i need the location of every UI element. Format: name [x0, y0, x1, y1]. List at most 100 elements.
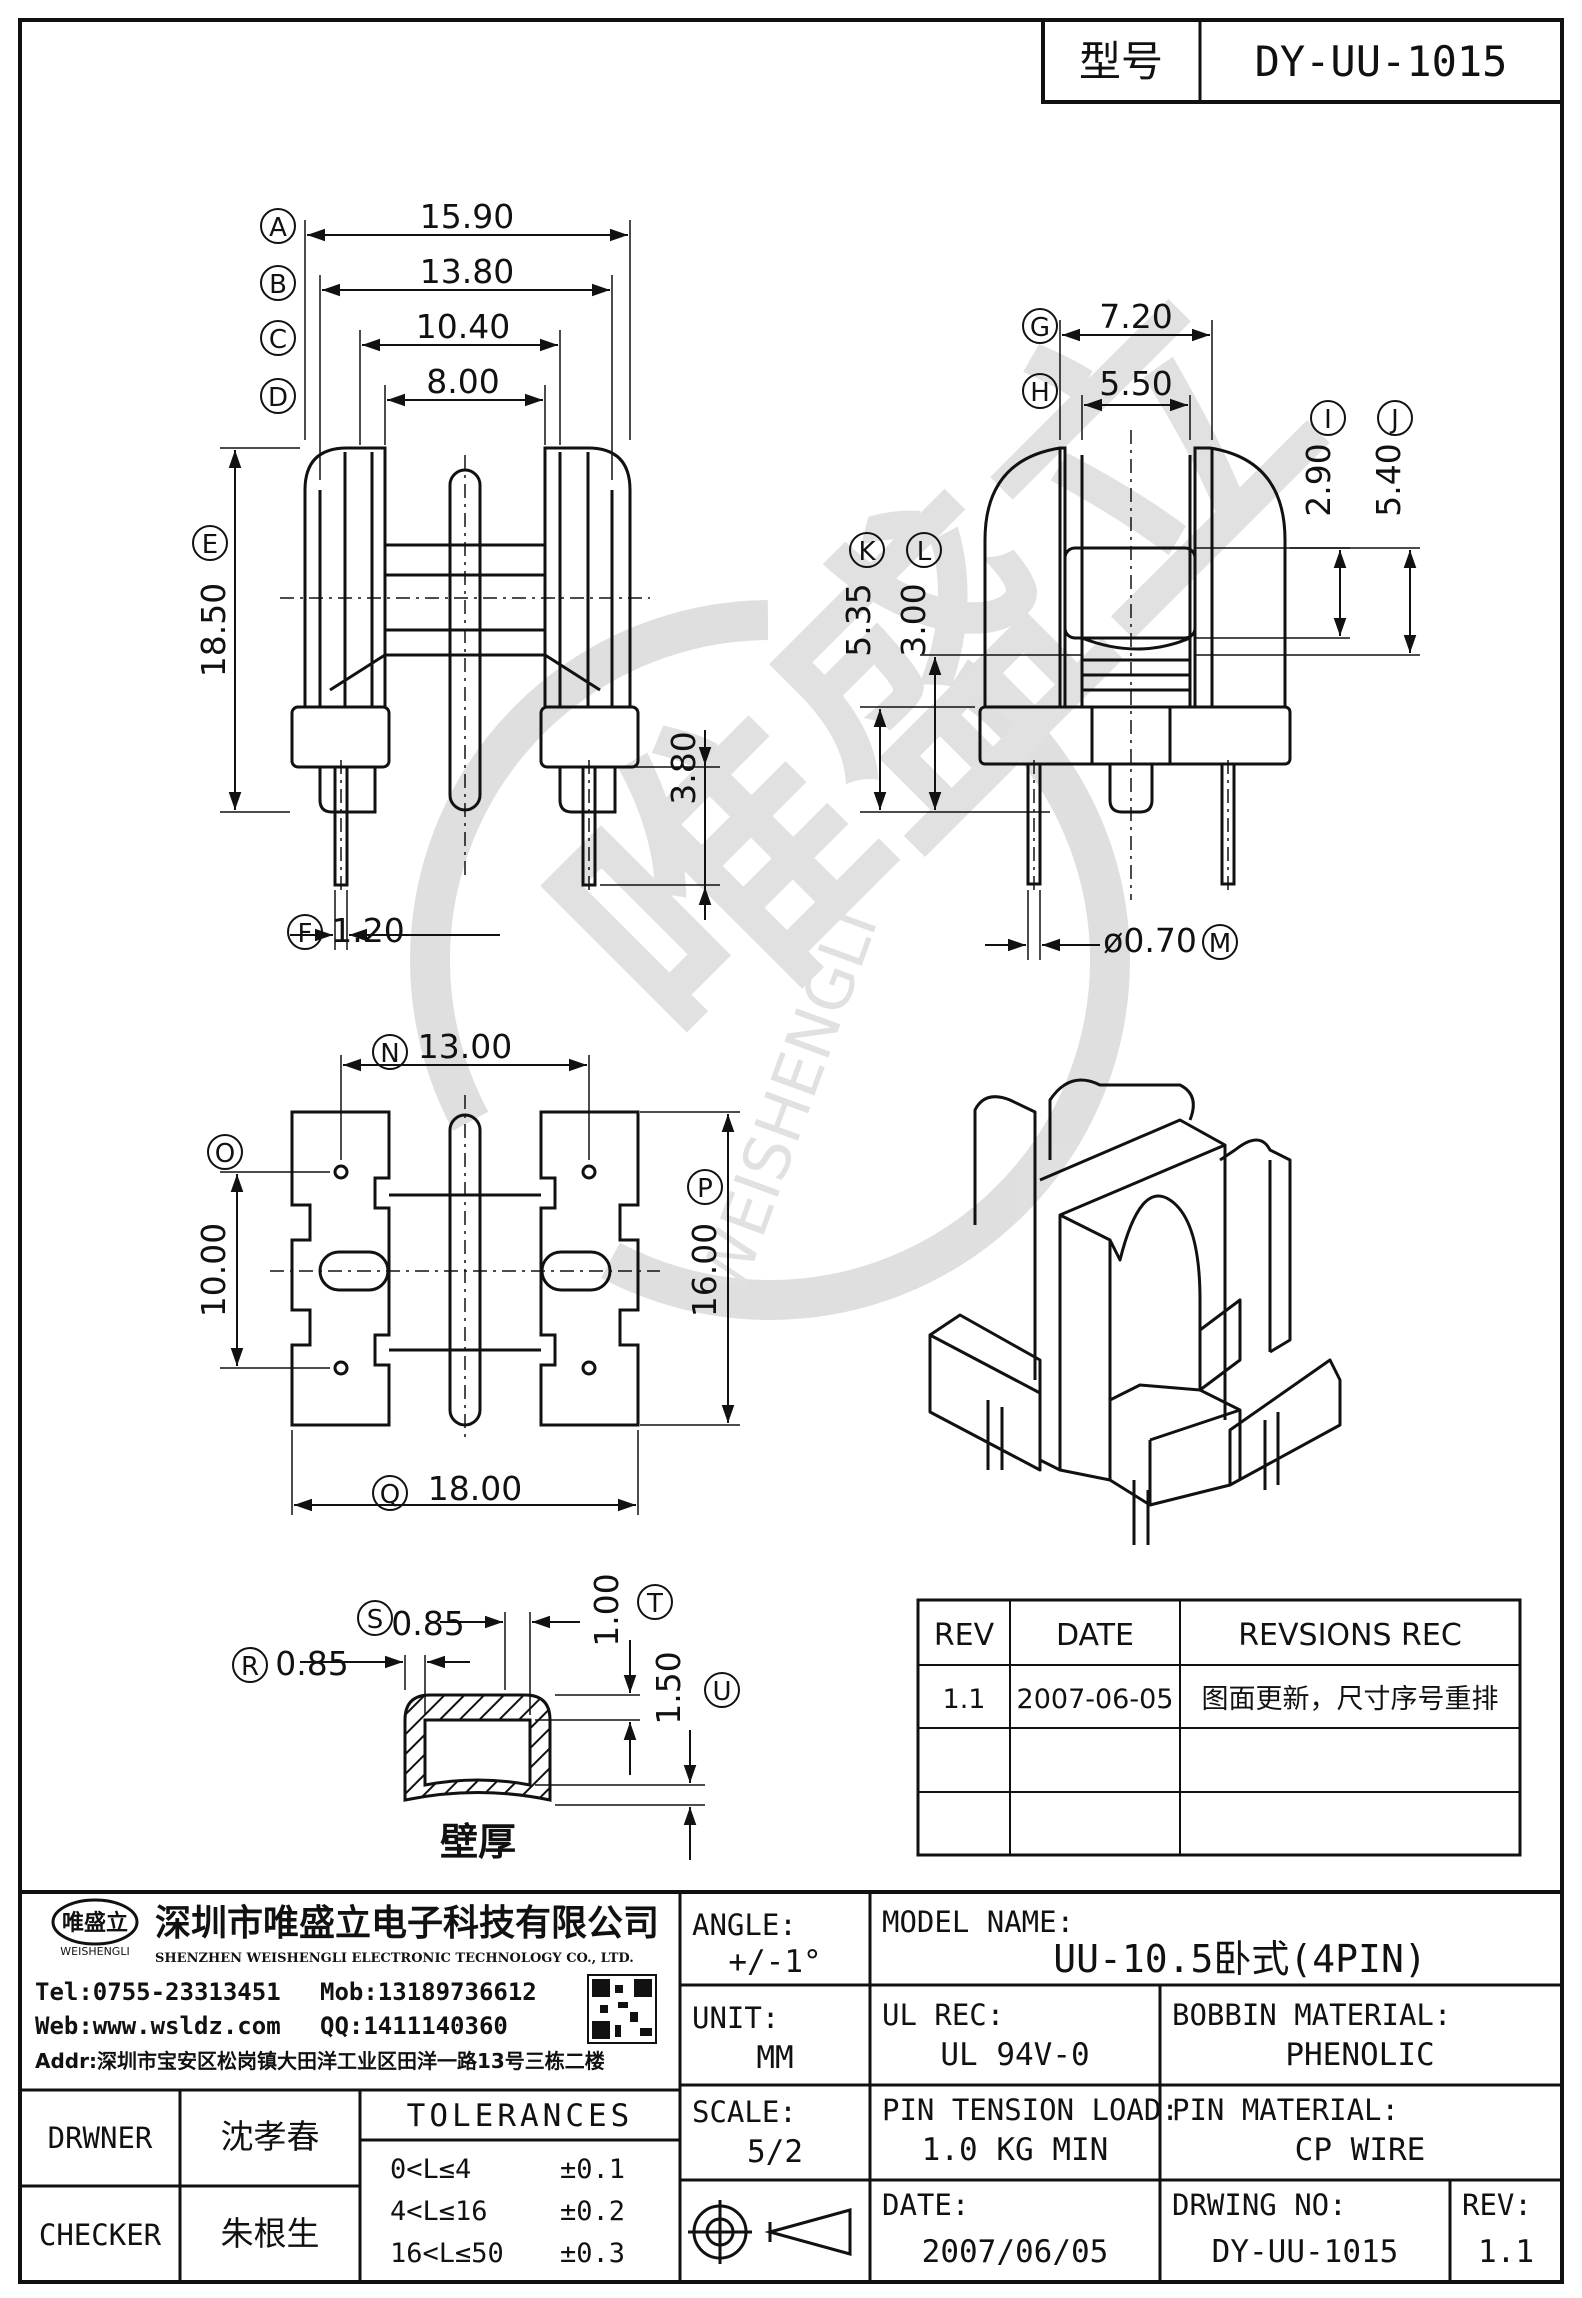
- dim-C-value: 10.40: [416, 307, 510, 346]
- pin-tension-value: 1.0 KG MIN: [922, 2132, 1109, 2168]
- dim-S-value: 0.85: [391, 1604, 464, 1643]
- svg-text:D: D: [268, 383, 288, 413]
- svg-text:G: G: [1030, 313, 1050, 343]
- callout-I: I: [1310, 400, 1346, 436]
- dim-380-value: 3.80: [664, 731, 703, 804]
- dim-N-value: 13.00: [418, 1027, 512, 1066]
- sheet-border: [18, 18, 1564, 2284]
- logo-subtext: WEISHENGLI: [60, 1945, 129, 1958]
- third-angle-projection-symbol: [688, 2200, 852, 2264]
- dim-L-value: 3.00: [894, 583, 933, 656]
- callout-E: E: [192, 525, 228, 561]
- callout-U: U: [704, 1672, 740, 1708]
- callout-A: A: [260, 208, 296, 244]
- tolerance-range-2: 4<L≤16: [390, 2196, 488, 2227]
- svg-text:R: R: [241, 1652, 259, 1682]
- svg-text:P: P: [697, 1174, 713, 1204]
- callout-L: L: [906, 532, 942, 568]
- dim-U-value: 1.50: [649, 1651, 688, 1724]
- drawner-label: DRWNER: [48, 2121, 153, 2155]
- qr-code: [587, 1974, 657, 2044]
- svg-text:L: L: [917, 537, 932, 567]
- tolerances-label: TOLERANCES: [407, 2098, 634, 2134]
- callout-D: D: [260, 378, 296, 414]
- dim-R-value: 0.85: [275, 1644, 348, 1683]
- svg-text:F: F: [298, 919, 313, 949]
- svg-text:I: I: [1324, 405, 1332, 435]
- checker-value: 朱根生: [221, 2214, 320, 2253]
- drawing-no-label: DRWING NO:: [1172, 2188, 1347, 2222]
- rev-row-date: 2007-06-05: [1017, 1684, 1174, 1715]
- rev-value: 1.1: [1478, 2234, 1534, 2270]
- callout-N: N: [372, 1034, 408, 1070]
- dim-D-value: 8.00: [426, 362, 499, 401]
- checker-label: CHECKER: [39, 2218, 162, 2252]
- bobbin-material-label: BOBBIN MATERIAL:: [1172, 1998, 1451, 2032]
- svg-text:E: E: [202, 530, 218, 560]
- callout-B: B: [260, 265, 296, 301]
- callout-O: O: [207, 1134, 243, 1170]
- dim-H-value: 5.50: [1099, 364, 1172, 403]
- dim-G-value: 7.20: [1099, 297, 1172, 336]
- dim-O-value: 10.00: [194, 1223, 233, 1317]
- date-label: DATE:: [882, 2188, 969, 2222]
- callout-C: C: [260, 320, 296, 356]
- dim-B-value: 13.80: [420, 252, 514, 291]
- callout-K: K: [849, 532, 885, 568]
- unit-label: UNIT:: [692, 2001, 779, 2035]
- callout-R: R: [232, 1647, 268, 1683]
- dim-M-value: ø0.70: [1103, 921, 1197, 960]
- rev-header-date: DATE: [1056, 1618, 1134, 1653]
- tolerance-value-2: ±0.2: [560, 2196, 625, 2227]
- angle-value: +/-1°: [728, 1944, 821, 1980]
- company-name-cn: 深圳市唯盛立电子科技有限公司: [155, 1903, 659, 1944]
- tolerance-range-1: 0<L≤4: [390, 2154, 471, 2185]
- dim-P-value: 16.00: [685, 1223, 724, 1317]
- callout-G: G: [1022, 308, 1058, 344]
- company-qq: QQ:1411140360: [320, 2012, 508, 2040]
- model-name-label: MODEL NAME:: [882, 1905, 1074, 1939]
- angle-label: ANGLE:: [692, 1908, 797, 1942]
- svg-text:H: H: [1030, 378, 1050, 408]
- unit-value: MM: [756, 2040, 793, 2076]
- callout-M: M: [1202, 924, 1238, 960]
- tolerance-value-1: ±0.1: [560, 2154, 625, 2185]
- callout-T: T: [637, 1584, 673, 1620]
- ul-rec-label: UL REC:: [882, 1998, 1004, 2032]
- rev-row-rec: 图面更新，尺寸序号重排: [1202, 1684, 1499, 1715]
- svg-text:M: M: [1209, 929, 1231, 959]
- svg-text:C: C: [269, 325, 287, 355]
- drawner-value: 沈孝春: [221, 2117, 320, 2156]
- rev-row-rev: 1.1: [943, 1684, 986, 1715]
- callout-H: H: [1022, 373, 1058, 409]
- model-value: DY-UU-1015: [1255, 37, 1508, 86]
- company-address: Addr:深圳市宝安区松岗镇大田洋工业区田洋一路13号三栋二楼: [35, 2049, 605, 2073]
- dim-T-value: 1.00: [587, 1573, 626, 1646]
- model-name-value: UU-10.5卧式(4PIN): [1053, 1937, 1426, 1981]
- title-block: 唯盛立 WEISHENGLI 深圳市唯盛立电子科技有限公司 SHENZHEN W…: [20, 1890, 1562, 2282]
- bottom-view: 13.00 10.00 16.00 18.00 N O P Q: [194, 1027, 740, 1515]
- callout-J: J: [1377, 400, 1413, 436]
- header-model-box: 型号 DY-UU-1015: [1041, 18, 1564, 104]
- svg-text:B: B: [269, 270, 287, 300]
- dim-K-value: 5.35: [839, 583, 878, 656]
- dim-A-value: 15.90: [420, 197, 514, 236]
- callout-P: P: [687, 1169, 723, 1205]
- scale-value: 5/2: [747, 2134, 803, 2170]
- company-web: Web:www.wsldz.com: [35, 2012, 281, 2040]
- drawing-no-value: DY-UU-1015: [1212, 2234, 1399, 2270]
- company-tel: Tel:0755-23313451: [35, 1978, 281, 2006]
- callout-Q: Q: [372, 1475, 408, 1511]
- svg-text:O: O: [215, 1139, 235, 1169]
- pin-material-value: CP WIRE: [1295, 2132, 1426, 2168]
- rev-header-rec: REVSIONS REC: [1238, 1618, 1462, 1653]
- dim-I-value: 2.90: [1299, 443, 1338, 516]
- company-name-en: SHENZHEN WEISHENGLI ELECTRONIC TECHNOLOG…: [155, 1951, 634, 1966]
- front-view: 15.90 13.80 10.40 8.00 18.50 3.80 1.20 A…: [192, 197, 720, 950]
- dim-F-value: 1.20: [331, 911, 404, 950]
- pin-material-label: PIN MATERIAL:: [1172, 2093, 1399, 2127]
- dim-E-value: 18.50: [194, 583, 233, 677]
- side-view: 7.20 5.50 2.90 5.40 5.35 3.00 ø0.70 G H …: [839, 297, 1420, 960]
